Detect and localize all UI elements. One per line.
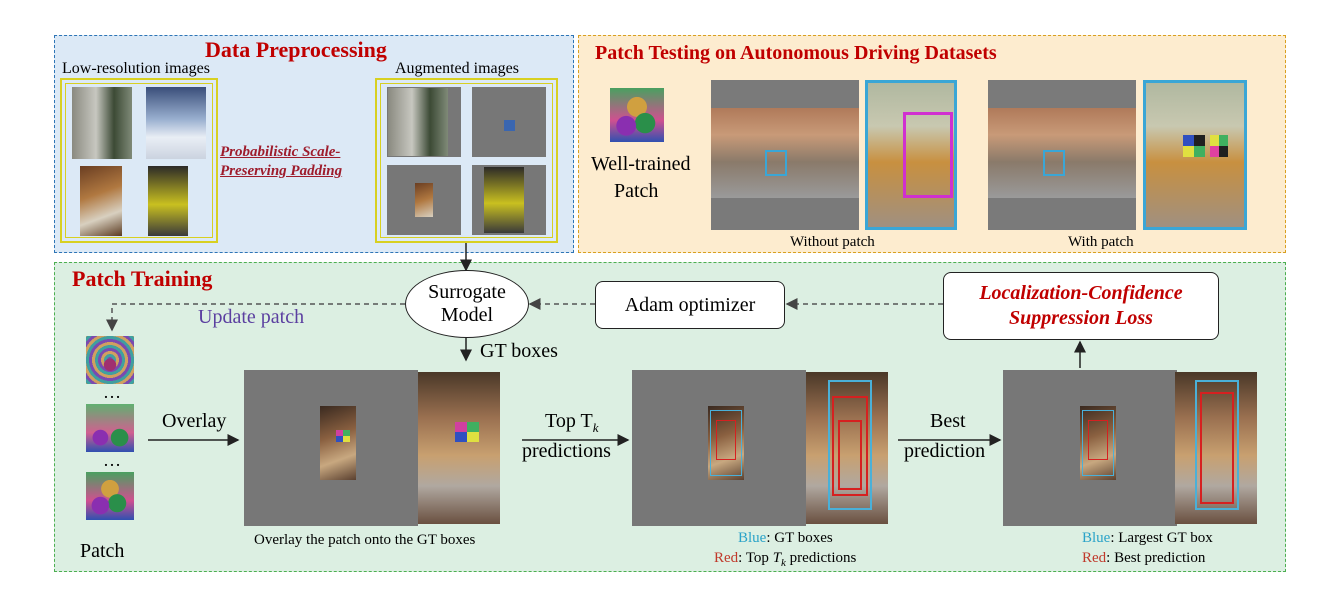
scene-without-patch-zoom-box <box>765 150 787 176</box>
stage2-red-word: Red <box>714 550 739 566</box>
stage2-blue-word: Blue <box>738 530 767 546</box>
patch-iteration-3 <box>86 472 134 520</box>
patch-label: Patch <box>80 540 125 562</box>
patch-ellipsis-1: … <box>103 382 121 402</box>
stage2-gt-box <box>710 410 742 476</box>
low-res-image-4 <box>148 166 188 236</box>
best-label-2: prediction <box>904 440 986 462</box>
stage3-caption-line1: Blue: Largest GT box <box>1082 530 1213 547</box>
stage3-zoom-gt-box <box>1195 380 1239 510</box>
top-tk-sub: k <box>592 420 599 435</box>
gt-boxes-label: GT boxes <box>480 340 558 362</box>
stage2-caption-line1: Blue: GT boxes <box>738 530 833 547</box>
augmented-images-frame <box>375 78 558 243</box>
stage2-red-text-a: : Top <box>738 550 773 566</box>
scene-with-patch-zoom-box <box>1043 150 1065 176</box>
stage2-caption-line2: Red: Top Tk predictions <box>714 550 856 569</box>
surrogate-line-2: Model <box>440 304 494 326</box>
stage3-zoom <box>1175 372 1257 524</box>
stage2-person <box>708 406 744 480</box>
overlay-label: Overlay <box>162 410 227 432</box>
well-trained-patch-image <box>610 88 664 142</box>
stage1-zoom-patch <box>455 422 479 442</box>
low-res-image-2 <box>146 87 206 159</box>
low-res-label: Low-resolution images <box>62 60 210 77</box>
adam-optimizer-node: Adam optimizer <box>595 281 785 329</box>
patch-iteration-1 <box>86 336 134 384</box>
loss-node: Localization-Confidence Suppression Loss <box>943 272 1219 340</box>
stage2-red-k: k <box>781 557 786 569</box>
patch-ellipsis-2: … <box>103 450 121 470</box>
update-patch-label: Update patch <box>198 306 305 328</box>
stage1-zoom <box>418 372 500 524</box>
well-trained-label-2: Patch <box>614 180 659 202</box>
predictions-label: predictions <box>522 440 611 462</box>
low-res-image-3 <box>80 166 122 236</box>
testing-title: Patch Testing on Autonomous Driving Data… <box>595 42 997 64</box>
patch-iteration-2 <box>86 404 134 452</box>
stage3-blue-word: Blue <box>1082 530 1111 546</box>
augmented-image-1-content <box>388 88 448 156</box>
augmented-image-4-content <box>484 167 524 233</box>
stage2-red-text-b: predictions <box>785 550 857 566</box>
stage3-caption-line2: Red: Best prediction <box>1082 550 1205 567</box>
zoom-without-patch-detection <box>903 112 953 198</box>
stage1-person <box>320 406 356 480</box>
stage1-patch <box>336 430 350 442</box>
loss-line-2: Suppression Loss <box>1009 307 1153 329</box>
surrogate-line-1: Surrogate <box>428 281 506 303</box>
stage2-red-T: T <box>772 550 782 566</box>
zoom-without-patch <box>865 80 957 230</box>
stage2-blue-text: : GT boxes <box>766 530 833 546</box>
stage2-pred-box <box>716 420 736 460</box>
preprocessing-title: Data Preprocessing <box>205 37 387 62</box>
top-tk-text: Top T <box>545 410 593 432</box>
zoom-with-patch-patch <box>1183 135 1205 157</box>
loss-line-1: Localization-Confidence <box>979 282 1183 304</box>
stage3-red-word: Red <box>1082 550 1107 566</box>
low-res-images-frame <box>60 78 218 243</box>
without-patch-caption: Without patch <box>790 234 875 250</box>
with-patch-caption: With patch <box>1068 234 1134 250</box>
stage3-gt-box <box>1082 410 1114 476</box>
stage3-pred-box <box>1088 420 1108 460</box>
stage2-zoom-pred-box-2 <box>838 420 862 490</box>
stage3-zoom-pred-box <box>1200 392 1234 504</box>
well-trained-label-1: Well-trained <box>591 153 691 175</box>
augmented-image-2-content <box>504 120 515 131</box>
augmented-image-3-content <box>415 183 433 217</box>
top-tk-label: Top Tk <box>545 410 598 436</box>
padding-label-line: Probabilistic Scale-Preserving Padding <box>220 144 343 179</box>
overlay-caption: Overlay the patch onto the GT boxes <box>254 532 476 548</box>
training-title: Patch Training <box>72 266 213 291</box>
stage2-zoom-pred-box-1 <box>832 396 868 496</box>
augmented-label: Augmented images <box>395 60 519 77</box>
surrogate-model-node: Surrogate Model <box>405 270 529 338</box>
stage3-person <box>1080 406 1116 480</box>
low-res-image-1 <box>72 87 132 159</box>
zoom-with-patch-patch-2 <box>1210 135 1228 157</box>
stage3-red-text: : Best prediction <box>1106 550 1206 566</box>
stage2-zoom-gt-box <box>828 380 872 510</box>
scene-with-patch-street <box>988 108 1136 198</box>
best-label-1: Best <box>930 410 966 432</box>
stage3-blue-text: : Largest GT box <box>1110 530 1213 546</box>
